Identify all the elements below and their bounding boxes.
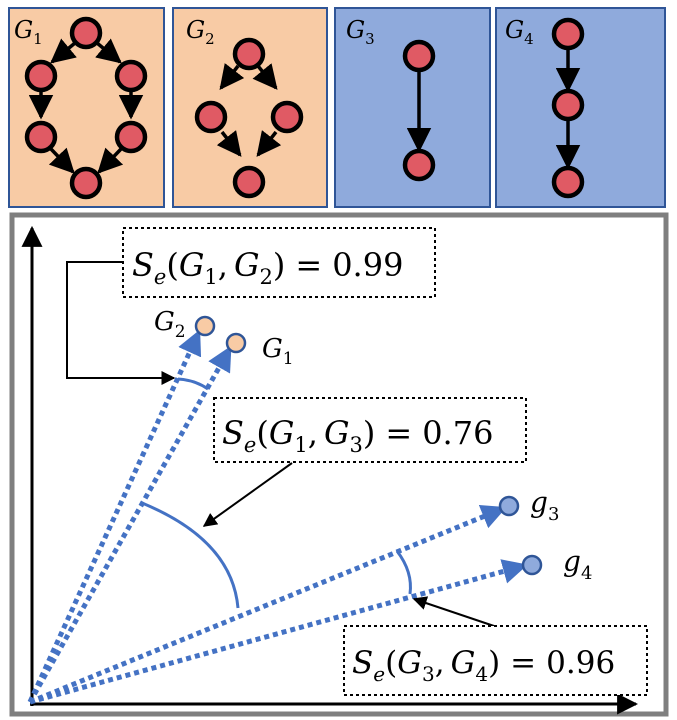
- graph-node: [24, 120, 58, 154]
- similarity-callout-g1-g2: Se(G1,G2)=0.99: [122, 227, 436, 298]
- graph-node: [232, 37, 266, 71]
- graph-node: [402, 148, 436, 182]
- graph-edges: [28, 38, 144, 174]
- graph-node: [402, 39, 436, 73]
- graph-nodes: [551, 17, 585, 199]
- graph-node: [69, 166, 103, 200]
- point-g2: [194, 315, 216, 337]
- point-label-g4: g4: [563, 545, 592, 584]
- similarity-callout-g1-g3: Se(G1,G3)=0.76: [213, 397, 527, 463]
- graph-panel-g4: G4: [495, 7, 666, 208]
- panel-label: G4: [505, 16, 534, 48]
- similarity-expression: Se(G1,G3)=0.76: [222, 414, 493, 457]
- embedding-points: [194, 315, 543, 576]
- point-label-g3: g3: [530, 486, 559, 525]
- vector-g3: [29, 504, 507, 705]
- callout-box: [122, 227, 436, 298]
- graph-panel-g3: G3: [334, 7, 491, 208]
- similarity-expression: Se(G1,G2)=0.99: [132, 246, 403, 289]
- graph-node: [114, 59, 148, 93]
- coordinate-axes: [21, 225, 639, 715]
- callout-box: [343, 625, 648, 696]
- angle-arc-g1-g3: [141, 501, 240, 609]
- graph-edges: [216, 63, 282, 157]
- vector-g4: [29, 559, 528, 705]
- point-g3: [498, 495, 520, 517]
- callout-box: [213, 397, 527, 463]
- graph-nodes: [402, 39, 436, 182]
- panel-label: G3: [346, 16, 375, 48]
- graph-node: [24, 59, 58, 93]
- graph-node: [194, 100, 228, 134]
- embedding-vectors: [27, 329, 528, 705]
- graph-panels: G1 G2: [8, 7, 666, 208]
- point-label-g1: G1: [262, 334, 294, 369]
- similarity-callout-g3-g4: Se(G3,G4)=0.96: [343, 625, 648, 696]
- graph-panel-g2: G2: [172, 7, 328, 208]
- graph-node: [551, 17, 585, 51]
- point-g4: [521, 554, 543, 576]
- angle-arcs: [141, 377, 412, 609]
- graph-nodes: [194, 37, 304, 199]
- callout-connector-g3-g4: [412, 596, 495, 627]
- graph-node: [114, 120, 148, 154]
- graph-node: [232, 165, 266, 199]
- callout-connector-g1-g2: [66, 261, 176, 385]
- callout-connectors: [66, 261, 495, 627]
- graph-panel-g1: G1: [8, 7, 165, 208]
- vector-g2: [27, 329, 202, 704]
- graph-node: [551, 165, 585, 199]
- graph-node: [270, 100, 304, 134]
- panel-label: G1: [14, 16, 43, 48]
- point-g1: [225, 332, 247, 354]
- angle-arc-g3-g4: [395, 550, 412, 595]
- graph-node: [551, 88, 585, 122]
- graph-nodes: [24, 16, 148, 200]
- panel-label: G2: [186, 16, 215, 48]
- graph-node: [69, 16, 103, 50]
- angle-arc-g1-g2: [177, 377, 209, 391]
- point-label-g2: G2: [154, 307, 186, 342]
- vector-g1: [27, 345, 232, 704]
- similarity-expression: Se(G3,G4)=0.96: [352, 645, 615, 686]
- callout-connector-g1-g3: [202, 462, 293, 527]
